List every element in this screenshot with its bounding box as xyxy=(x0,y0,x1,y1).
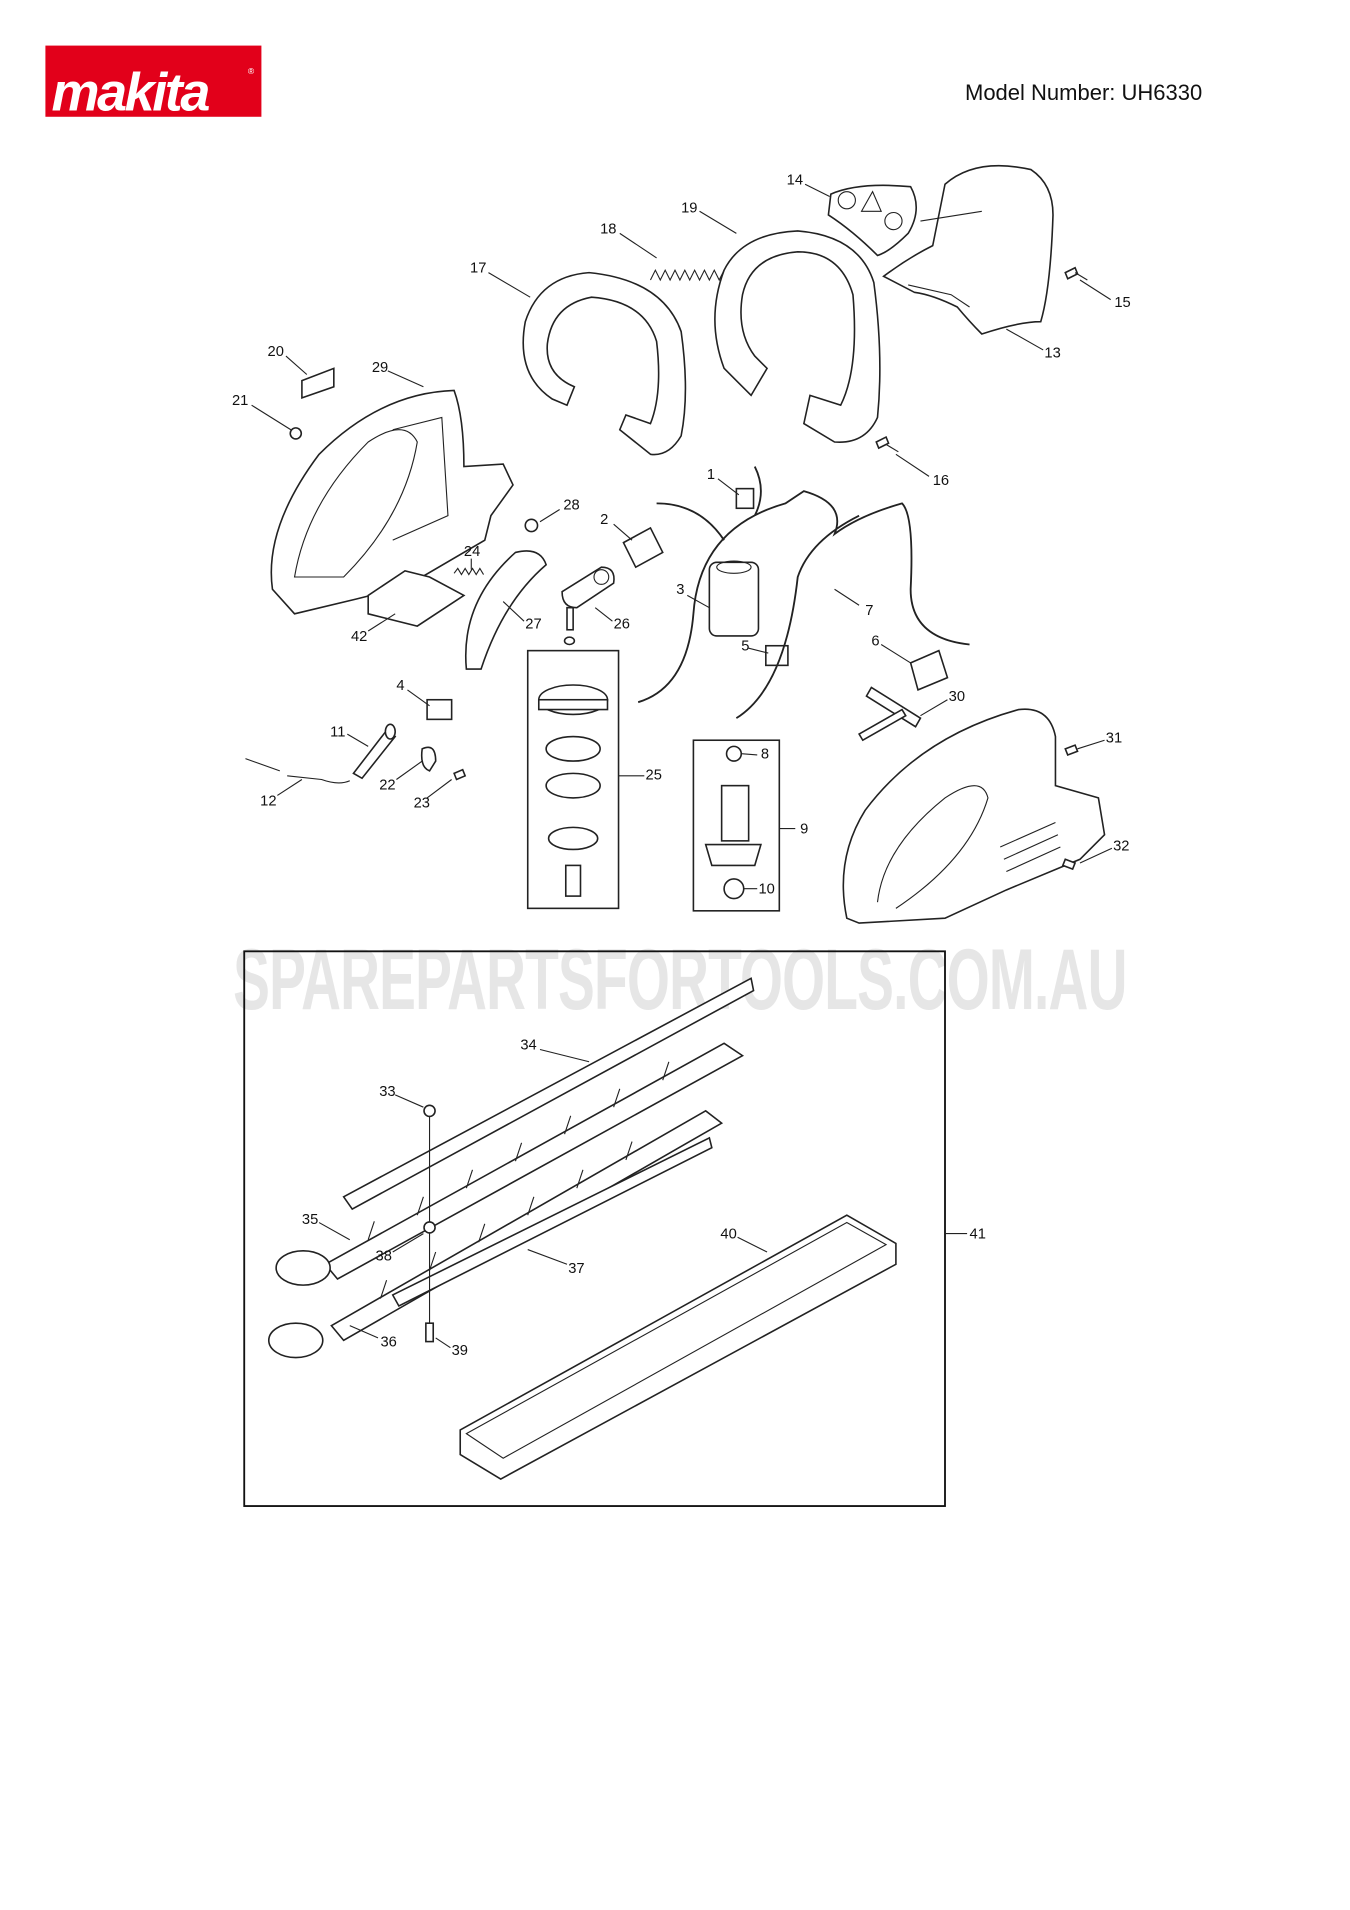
part-27-guide xyxy=(464,550,548,670)
callout-12: 12 xyxy=(260,793,276,809)
callout-36: 36 xyxy=(380,1335,396,1351)
callout-4: 4 xyxy=(396,678,404,694)
part-17-handle xyxy=(522,271,687,456)
callout-41: 41 xyxy=(970,1227,986,1243)
part-7-wiring xyxy=(637,466,970,719)
part-20-label xyxy=(301,367,335,399)
part-16-screw xyxy=(875,435,899,453)
callout-28: 28 xyxy=(563,497,579,513)
makita-logo: makita ® xyxy=(45,45,262,123)
callout-34: 34 xyxy=(520,1038,536,1054)
watermark: SPAREPARTSFORTOOLS.COM.AU xyxy=(233,932,1126,1028)
callout-16: 16 xyxy=(933,473,949,489)
callout-39: 39 xyxy=(452,1343,468,1359)
callout-2: 2 xyxy=(600,512,608,528)
part-2-switch xyxy=(622,526,664,569)
callout-3: 3 xyxy=(676,582,684,598)
part-housing-right xyxy=(842,708,1106,924)
part-15-screw xyxy=(1064,266,1088,281)
part-14-label-plate xyxy=(827,184,917,257)
part-6-switch xyxy=(909,649,949,691)
callout-33: 33 xyxy=(379,1084,395,1100)
callout-38: 38 xyxy=(376,1249,392,1265)
part-9-armature xyxy=(692,739,781,912)
callout-32: 32 xyxy=(1113,839,1129,855)
callout-14: 14 xyxy=(787,172,803,188)
callout-21: 21 xyxy=(232,393,248,409)
callout-27: 27 xyxy=(525,617,541,633)
part-39-bolt xyxy=(425,1322,435,1343)
part-1-switch xyxy=(735,487,755,510)
part-22-clamp xyxy=(420,746,437,772)
part-28-nut xyxy=(524,518,539,533)
part-30-wrench xyxy=(857,686,922,742)
callout-24: 24 xyxy=(464,544,480,560)
part-32-screw xyxy=(1061,858,1077,871)
callout-30: 30 xyxy=(949,689,965,705)
callout-22: 22 xyxy=(379,777,395,793)
callout-6: 6 xyxy=(871,634,879,650)
callout-19: 19 xyxy=(681,201,697,217)
leader-lines xyxy=(251,183,1113,1349)
svg-text:makita: makita xyxy=(52,63,210,123)
callout-31: 31 xyxy=(1106,731,1122,747)
part-36-lower-blade xyxy=(267,1109,724,1359)
part-13-front-guard xyxy=(882,164,1054,335)
part-37-plate xyxy=(391,1136,713,1308)
part-40-blade-cover xyxy=(459,1214,897,1480)
part-42-insulation-sheet xyxy=(367,570,466,627)
callout-8: 8 xyxy=(761,747,769,763)
part-24-spring xyxy=(453,567,485,576)
callout-37: 37 xyxy=(568,1261,584,1277)
part-21-nut xyxy=(289,427,303,440)
part-26-crank xyxy=(561,566,615,646)
callout-23: 23 xyxy=(414,796,430,812)
callout-18: 18 xyxy=(600,221,616,237)
callout-35: 35 xyxy=(302,1212,318,1228)
part-34-guide-bar xyxy=(342,977,755,1211)
callout-5: 5 xyxy=(741,639,749,655)
callout-15: 15 xyxy=(1114,295,1130,311)
part-25-gear-assembly xyxy=(526,649,620,910)
callout-26: 26 xyxy=(614,617,630,633)
callout-7: 7 xyxy=(865,603,873,619)
callout-29: 29 xyxy=(372,360,388,376)
part-12-cord xyxy=(245,758,350,784)
part-31-screw xyxy=(1064,744,1079,756)
model-number: Model Number: UH6330 xyxy=(965,80,1203,105)
part-23-screw xyxy=(453,768,467,781)
part-3-field xyxy=(708,560,760,637)
callout-1: 1 xyxy=(707,467,715,483)
callout-20: 20 xyxy=(268,344,284,360)
part-38-nut xyxy=(423,1221,436,1234)
part-11-cord-guard xyxy=(352,723,397,780)
callout-42: 42 xyxy=(351,629,367,645)
callout-10: 10 xyxy=(758,882,774,898)
callout-labels: 14 19 18 17 15 13 20 29 21 16 1 28 2 24 … xyxy=(232,172,1131,1359)
callout-25: 25 xyxy=(646,768,662,784)
callout-9: 9 xyxy=(800,822,808,838)
callout-11: 11 xyxy=(330,725,345,741)
part-4-strain-relief xyxy=(426,698,453,721)
callout-13: 13 xyxy=(1044,345,1060,361)
callout-17: 17 xyxy=(470,261,486,277)
svg-text:®: ® xyxy=(248,66,255,76)
part-5-brush-holder xyxy=(765,644,789,667)
part-29-housing-half xyxy=(270,389,514,615)
part-18-spring xyxy=(649,268,730,282)
callout-40: 40 xyxy=(720,1227,736,1243)
part-19-rear-handle xyxy=(714,230,881,443)
blade-kit-frame xyxy=(243,950,946,1507)
